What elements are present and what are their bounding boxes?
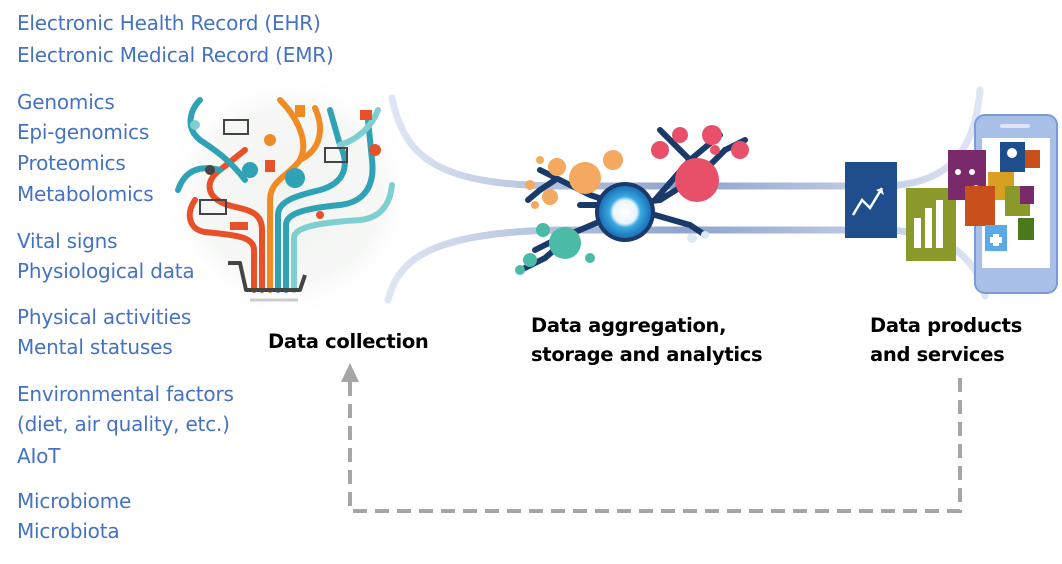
trend-tile-icon	[845, 162, 897, 238]
source-vital-signs: Vital signs	[17, 229, 118, 253]
source-ehr: Electronic Health Record (EHR)	[17, 11, 321, 35]
source-metabolomics: Metabolomics	[17, 182, 154, 206]
stage-data-aggregation-label-line2: storage and analytics	[531, 343, 763, 366]
source-aiot: AIoT	[17, 444, 61, 468]
stage-data-products-label-line1: Data products	[870, 314, 1023, 337]
feedback-loop-arrow	[341, 363, 962, 513]
shopping-cart-data-tree-icon	[160, 70, 420, 320]
source-physiological-data: Physiological data	[17, 259, 195, 283]
source-mental-statuses: Mental statuses	[17, 335, 173, 359]
source-genomics: Genomics	[17, 90, 115, 114]
stage-data-aggregation-label-line1: Data aggregation,	[531, 314, 727, 337]
stage-data-collection: Data collection	[268, 327, 429, 356]
smartphone-apps-icon	[845, 114, 1058, 294]
stage-data-collection-label: Data collection	[268, 330, 429, 353]
molecule-network-icon	[515, 125, 749, 275]
arrowhead-icon	[341, 363, 359, 382]
source-microbiome: Microbiome	[17, 489, 132, 513]
flow-band-bottom	[384, 226, 989, 304]
source-environmental-examples: (diet, air quality, etc.)	[17, 412, 230, 436]
source-emr: Electronic Medical Record (EMR)	[17, 43, 334, 67]
source-microbiota: Microbiota	[17, 519, 120, 543]
source-proteomics: Proteomics	[17, 151, 126, 175]
flow-band-top	[388, 86, 984, 190]
stage-data-aggregation: Data aggregation, storage and analytics	[531, 311, 763, 369]
source-epi-genomics: Epi-genomics	[17, 120, 150, 144]
source-physical-activities: Physical activities	[17, 305, 192, 329]
stage-data-products-label-line2: and services	[870, 343, 1005, 366]
stage-data-products: Data products and services	[870, 311, 1022, 369]
source-environmental-factors: Environmental factors	[17, 382, 234, 406]
